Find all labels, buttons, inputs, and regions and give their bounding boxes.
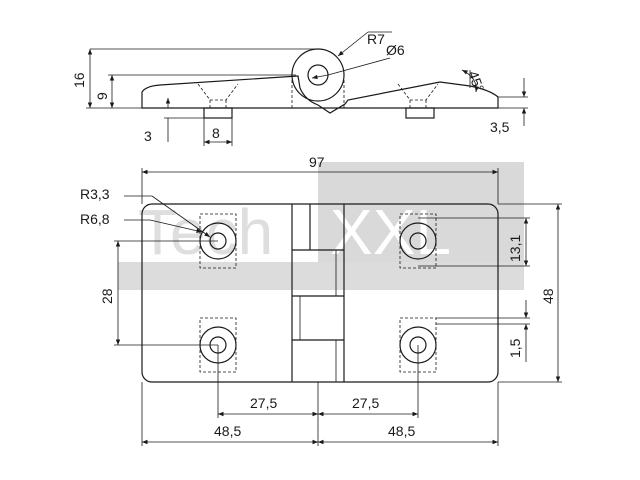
dim-overall-height: 48: [540, 288, 556, 304]
watermark-band: [118, 262, 524, 290]
dim-small-offset: 1,5: [507, 338, 523, 358]
dim-thickness: 3,5: [490, 119, 510, 135]
knuckle-outline: [291, 48, 345, 102]
dim-counterbore-depth: 3: [144, 128, 152, 144]
dim-overall-width: 97: [309, 154, 325, 170]
dim-half-width-right: 48,5: [388, 423, 415, 439]
top-view: 97 R3,3 R6,8 28 48 13,1 1,5: [80, 154, 562, 446]
boss-left: [203, 107, 233, 119]
dim-half-width-left: 48,5: [214, 423, 241, 439]
top-view-outline: [141, 203, 499, 383]
dim-counterbore-width: 8: [212, 125, 220, 141]
dim-counterbore-radius: R6,8: [80, 211, 110, 227]
side-view-body: [141, 75, 499, 114]
watermark-text-left: Tech: [138, 196, 273, 268]
dim-pin-diameter: Ø6: [386, 42, 405, 58]
dim-radius-knuckle: R7: [367, 31, 385, 47]
dim-hole-radius: R3,3: [80, 186, 110, 202]
boss-right: [405, 107, 435, 119]
dim-hole-center-right: 27,5: [352, 395, 379, 411]
dim-plate-height: 9: [94, 92, 110, 100]
watermark-text-right: XXL: [330, 196, 451, 268]
dim-hole-center-left: 27,5: [250, 395, 277, 411]
dim-hole-spacing-vertical: 28: [99, 288, 115, 304]
dim-chamfer-angle: 45°: [465, 69, 487, 94]
pin-hole: [307, 64, 329, 86]
dim-edge-offset-top: 13,1: [507, 235, 523, 262]
watermark: Tech XXL: [118, 162, 524, 290]
hole-top-right: [399, 213, 437, 269]
dim-total-height: 16: [71, 72, 87, 88]
side-view: 16 9 R7 Ø6 45° 3 8 3,5: [71, 31, 528, 146]
